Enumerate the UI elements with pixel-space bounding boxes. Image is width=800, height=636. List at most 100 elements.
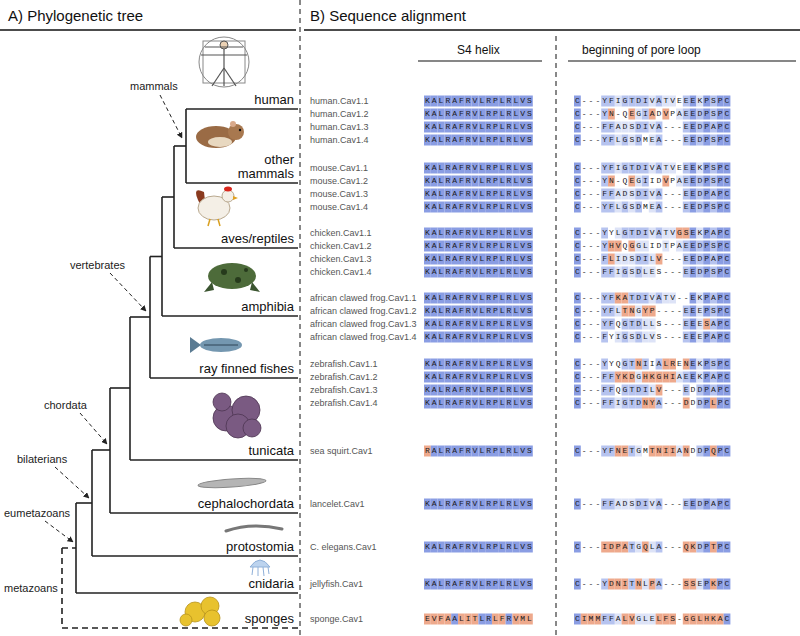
sequence-name: zebrafish.Cav1.3 — [310, 384, 378, 396]
tree-branches-part — [62, 548, 298, 628]
chicken-picture-part — [222, 190, 234, 202]
sequence-name: zebrafish.Cav1.2 — [310, 371, 378, 383]
sequence-name: mouse.Cav1.3 — [310, 188, 368, 200]
sequence-residues: KALRAFRVLRPLRLVS — [425, 188, 534, 200]
chicken-picture-part-part — [208, 219, 210, 226]
sequence-residues: KALRAFRVLRPLRLVS — [425, 498, 534, 510]
sequence-name: zebrafish.Cav1.4 — [310, 397, 378, 409]
jellyfish-picture-part-part — [252, 567, 253, 575]
sequence-residues: KALRAFRVLRPLRLVS — [425, 292, 534, 304]
fish-picture-part — [200, 338, 242, 352]
panel-rules-part — [418, 60, 542, 61]
sequence-residues: KALRAFRVLRPLRLVS — [425, 397, 534, 409]
sponge-picture-part — [204, 610, 220, 626]
sequence-residues: C---YN-QEGIIDVPAEEDPSPC — [575, 175, 731, 187]
tree-branches-part-part — [61, 548, 63, 628]
frog-picture-part — [208, 263, 256, 289]
sequence-residues: C---YFIGTDIVATVEEEKPSPC — [575, 95, 731, 107]
jellyfish-picture-part — [250, 560, 270, 567]
fish-picture-part — [204, 345, 238, 346]
sponge-picture-part — [180, 614, 192, 626]
sequence-residues: KALRAFRVLRPLRLVS — [425, 121, 534, 133]
sequence-name: chicken.Cav1.4 — [310, 266, 372, 278]
sequence-name: mouse.Cav1.4 — [310, 201, 368, 213]
tree-branches-part — [150, 256, 162, 258]
sequence-residues: C---FFADSDIVA---EEDPAPC — [575, 121, 731, 133]
human-picture-part — [220, 41, 228, 49]
tree-branches-part — [110, 512, 298, 514]
sequence-residues: C---FYIGSDLVS---EEEPAPC — [575, 331, 731, 343]
taxon-label: ray finned fishes — [199, 362, 294, 376]
tree-branches-part — [130, 316, 150, 318]
rodent-picture-part — [239, 129, 241, 131]
panel-rules-part — [300, 0, 301, 636]
sequence-residues: KALRAFRVLRPLRLVS — [425, 162, 534, 174]
sequence-residues: CIMMFFALVGLELFS-GGLHKAC — [575, 613, 731, 625]
sequence-residues: C---FFQGTDILV---EDDPAPC — [575, 384, 731, 396]
taxon-label: tunicata — [248, 444, 294, 458]
sequence-residues: KALRAFRVLRPLRLVS — [425, 175, 534, 187]
jellyfish-picture — [250, 560, 270, 576]
fish-picture-part — [190, 337, 201, 353]
taxon-label: cephalochordata — [198, 497, 294, 511]
tree-branches-part — [76, 502, 92, 504]
tree-branches-part — [186, 182, 298, 184]
tree-branches-part — [174, 145, 186, 147]
sequence-residues: KALRAFRVLRPLRLVS — [425, 331, 534, 343]
chicken-picture-part-part — [218, 219, 220, 226]
rodent-picture — [196, 121, 244, 148]
panel-heading: B) Sequence alignment — [310, 7, 466, 24]
sequence-residues: C---YFKATDIVATV--EKPAPC — [575, 292, 731, 304]
tree-branches-part-part — [62, 627, 298, 629]
sequence-name: chicken.Cav1.2 — [310, 240, 372, 252]
worm-picture-part — [226, 526, 282, 531]
panel-rules-part — [556, 36, 557, 636]
clade-label: mammals — [130, 80, 178, 93]
sequence-residues: KALRAFRVLRPLRLVS — [425, 266, 534, 278]
sequence-name: lancelet.Cav1 — [310, 498, 365, 510]
rodent-picture-part — [208, 137, 232, 147]
frog-picture-part — [244, 268, 248, 272]
clade-arrows-part — [45, 521, 73, 542]
sequence-name: human.Cav1.4 — [310, 134, 369, 146]
tree-branches-part-part — [62, 547, 76, 549]
sequence-residues: KALRAFRVLRPLRLVS — [425, 108, 534, 120]
tree-branches-part — [150, 377, 298, 379]
tree-branches-part — [110, 387, 130, 389]
sequence-name: african clawed frog.Cav1.2 — [310, 305, 417, 317]
human-picture-part-part — [223, 49, 224, 68]
sequence-residues: C---YFLGSDMEA---EEDPSPC — [575, 201, 731, 213]
sequence-name: zebrafish.Cav1.1 — [310, 358, 378, 370]
sequence-residues: C---YN-QEGIADVPAEEDPSPC — [575, 108, 731, 120]
tree-branches-part — [162, 196, 174, 198]
sequence-name: sea squirt.Cav1 — [310, 445, 373, 457]
clade-arrows-part — [160, 95, 182, 138]
chicken-picture-part — [224, 187, 232, 192]
sequence-name: human.Cav1.2 — [310, 108, 369, 120]
panel-heading: A) Phylogenetic tree — [8, 7, 143, 24]
tree-branches — [62, 109, 298, 628]
tree-branches-part — [130, 459, 298, 461]
taxon-label: aves/reptiles — [221, 232, 294, 246]
tree-branches-part — [174, 247, 298, 249]
jellyfish-picture-part-part — [258, 567, 259, 576]
sequence-name: african clawed frog.Cav1.1 — [310, 292, 417, 304]
sequence-residues: KALRAFRVLRPLRLVS — [425, 305, 534, 317]
frog-picture-part — [204, 282, 214, 292]
rodent-picture-part — [230, 121, 236, 127]
clade-arrows-part — [55, 467, 89, 498]
sequence-residues: KALRAFRVLRPLRLVS — [425, 240, 534, 252]
sequence-residues: KALRAFRVLRPLRLVS — [425, 253, 534, 265]
chicken-picture-part — [208, 219, 220, 226]
sequence-name: mouse.Cav1.2 — [310, 175, 368, 187]
sequence-residues: KALRAFRVLRPLRLVS — [425, 227, 534, 239]
worm-picture — [226, 526, 282, 531]
sequence-name: human.Cav1.1 — [310, 95, 369, 107]
frog-picture-part — [235, 277, 241, 283]
sequence-residues: C---FFYKDGHKGHIAEEKPAPC — [575, 371, 731, 383]
sequence-name: mouse.Cav1.1 — [310, 162, 368, 174]
sequence-residues: C---IDPATGQLA---QKDPTPC — [575, 541, 731, 553]
